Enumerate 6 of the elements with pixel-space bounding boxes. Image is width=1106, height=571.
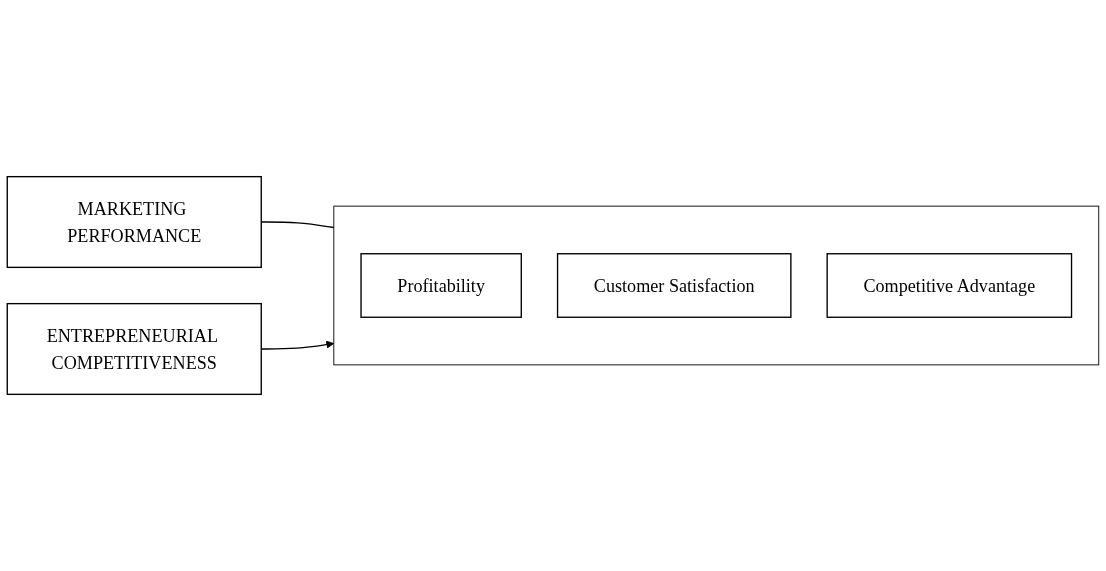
node-box: MARKETING PERFORMANCE (6, 175, 262, 269)
node-box: Profitability (360, 253, 522, 318)
node-box: Competitive Advantage (826, 253, 1073, 318)
cluster (333, 205, 1100, 366)
node-box: ENTREPRENEURIAL COMPETITIVENESS (6, 302, 262, 396)
node-box: Customer Satisfaction (556, 253, 792, 318)
